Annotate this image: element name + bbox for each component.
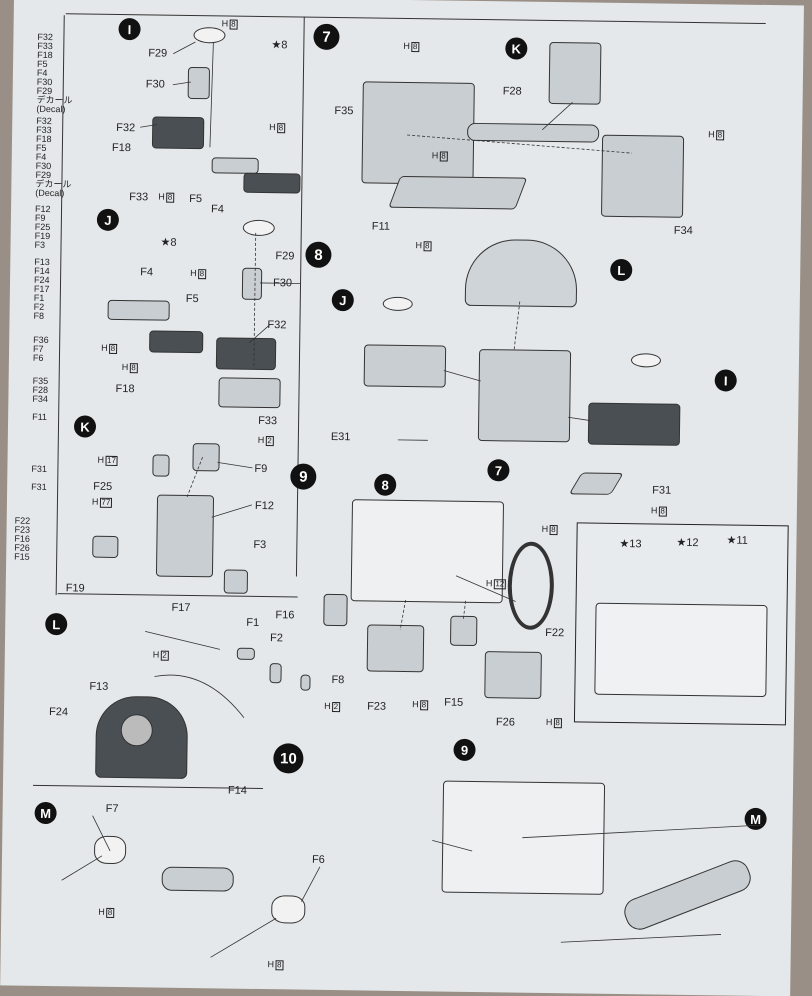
h8-tag: H8 [412, 700, 428, 710]
h8-tag: H8 [269, 123, 285, 133]
h8-tag: H8 [122, 363, 138, 373]
h8-tag: H8 [267, 960, 283, 970]
h2-tag: H2 [258, 436, 274, 446]
h8-tag: H8 [98, 908, 114, 918]
h8-tag: H8 [403, 42, 419, 52]
h77-tag: H77 [92, 498, 113, 508]
h18-tag: H8 [432, 151, 448, 161]
h8-tag: H8 [708, 130, 724, 140]
h12-tag: H12 [486, 579, 507, 589]
h8-tag: H8 [651, 506, 667, 516]
h17-tag: H17 [97, 456, 118, 466]
h2-tag: H2 [324, 702, 340, 712]
h8-tag: H8 [190, 269, 206, 279]
h8-tag: H8 [546, 718, 562, 728]
h8-tag: H8 [158, 193, 174, 203]
h8-tag: H8 [415, 241, 431, 251]
h2-tag: H2 [153, 650, 169, 660]
h8-tag: H8 [542, 525, 558, 535]
h8-tag: H8 [101, 344, 117, 354]
